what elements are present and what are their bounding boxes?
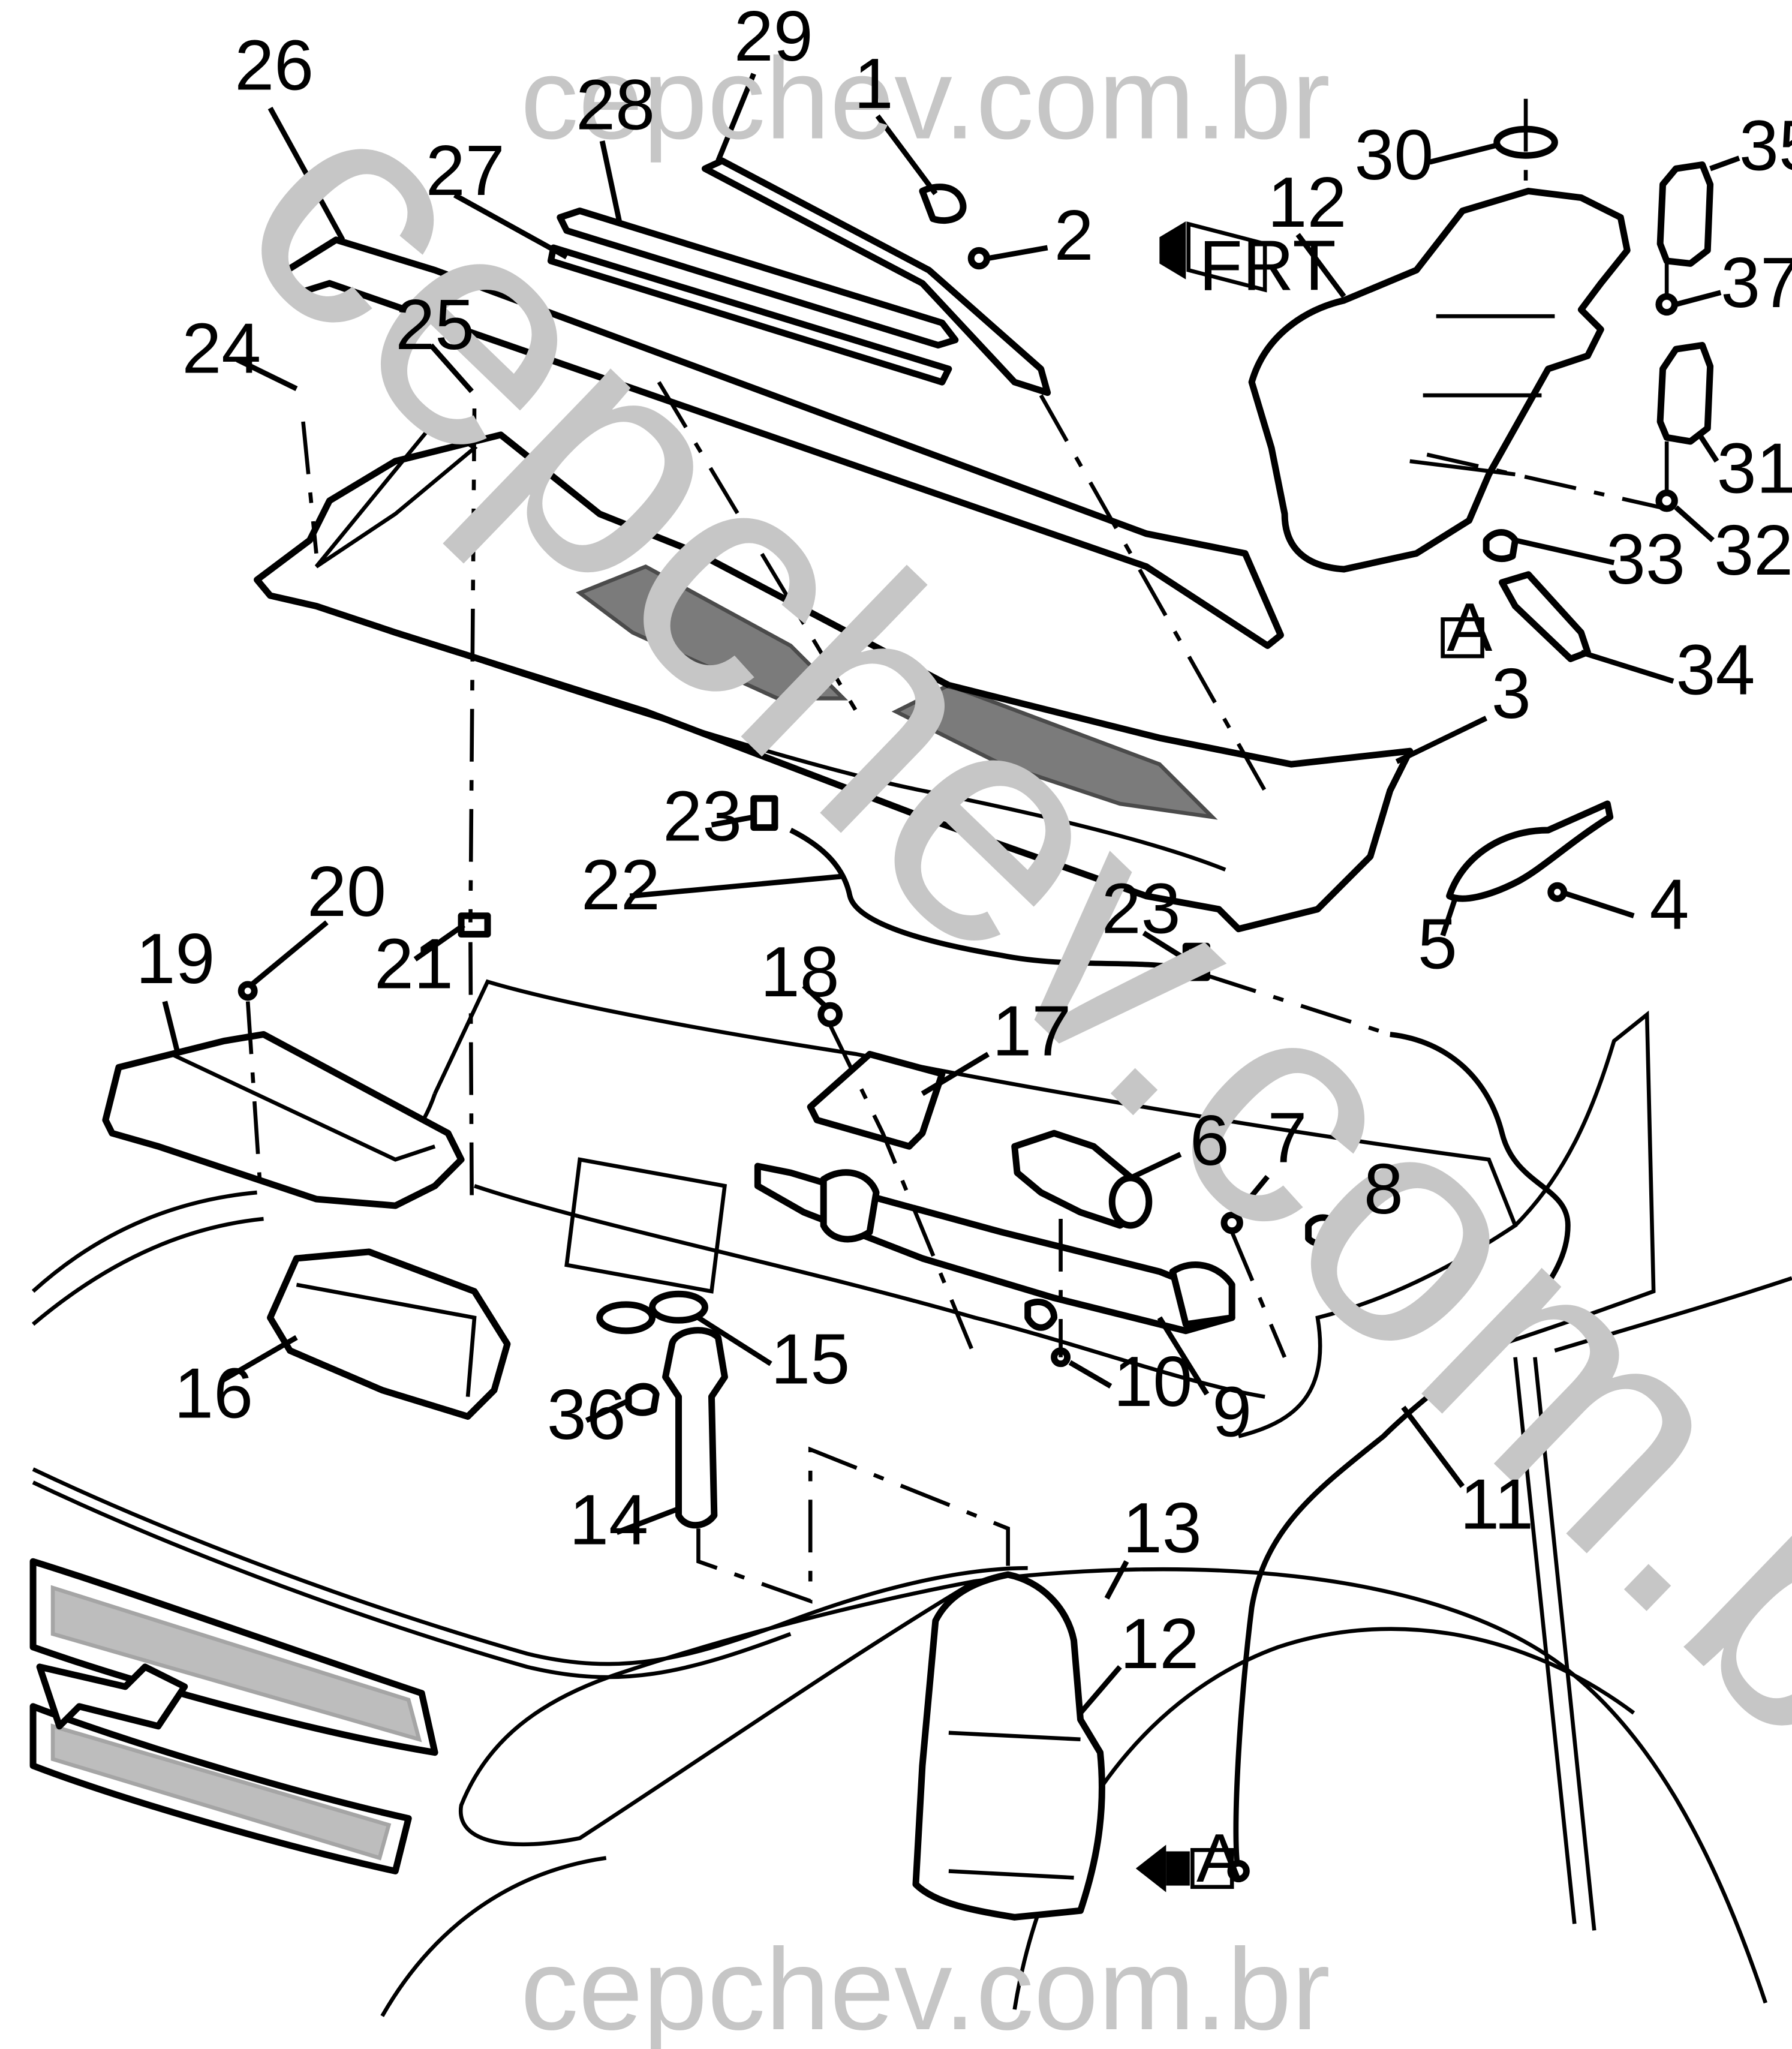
wiper-arm [701, 157, 1051, 396]
view-a-arrow [1135, 1844, 1166, 1892]
callout-6: 6 [1190, 1101, 1229, 1180]
callout-25: 25 [395, 286, 474, 365]
callout-35: 35 [1739, 106, 1792, 185]
callout-8: 8 [1364, 1150, 1403, 1229]
watermark-bottom: cepchev.com.br [521, 1924, 1330, 2049]
hose-connector-upper [750, 795, 778, 831]
callout-13: 13 [1123, 1489, 1202, 1568]
callout-31: 31 [1717, 429, 1792, 509]
cowl-side-cover [102, 1030, 465, 1209]
callout-30: 30 [1354, 116, 1433, 195]
view-a-box-lower [1190, 1847, 1234, 1889]
washer-pump-35 [1656, 161, 1714, 267]
grommet-36 [625, 1383, 660, 1416]
washer-pump-31 [1656, 342, 1714, 445]
grille [29, 1558, 438, 1874]
callout-33: 33 [1606, 520, 1685, 599]
wiper-arm-nut [967, 247, 991, 270]
callout-24: 24 [182, 310, 261, 389]
view-a-marker-upper: A [1447, 590, 1492, 666]
callout-11: 11 [1460, 1465, 1534, 1544]
air-inlet-grille-panel [254, 419, 1414, 933]
wiper-blade-insert [547, 244, 952, 386]
callout-7: 7 [1267, 1099, 1307, 1178]
washer-filler-neck [662, 1327, 728, 1529]
callout-27: 27 [426, 131, 505, 211]
wiper-blade [557, 207, 959, 349]
front-direction-label: FRT [1199, 226, 1336, 305]
callout-1: 1 [854, 44, 894, 124]
washer-hose-cowl [789, 828, 1187, 971]
grommet-33 [1483, 529, 1519, 563]
callout-18: 18 [760, 933, 840, 1012]
headlamp [458, 1579, 976, 1847]
callout-leaders [162, 73, 1740, 1715]
callout-numbers: 1 2 3 4 5 6 7 8 9 10 11 12 12 13 14 15 1… [136, 0, 1792, 1684]
clip-20 [237, 981, 258, 1001]
fender [975, 1567, 1768, 2004]
wiper-pivot-left [820, 1169, 880, 1243]
callout-23-upper: 23 [663, 777, 742, 857]
callout-36: 36 [547, 1375, 626, 1455]
watermark-top: cepchev.com.br [521, 34, 1330, 163]
wiper-pivot-right [1169, 1261, 1235, 1328]
front-direction-indicator [1159, 221, 1267, 293]
callout-16: 16 [174, 1354, 253, 1434]
callout-14: 14 [569, 1481, 648, 1560]
motor-bolt [1220, 1211, 1243, 1234]
callout-9: 9 [1212, 1372, 1252, 1452]
fluid-level-sensor [1499, 571, 1591, 662]
callout-23-lower: 23 [1102, 869, 1181, 948]
callout-12-upper: 12 [1267, 163, 1346, 242]
bolt-18 [817, 1002, 843, 1027]
callout-22: 22 [581, 846, 660, 925]
callout-26: 26 [234, 26, 314, 105]
view-a-marker-lower: A [1196, 1820, 1242, 1897]
grommet-8 [1305, 1214, 1341, 1248]
cowl-drain-bin [267, 1248, 511, 1420]
callout-29: 29 [734, 0, 813, 76]
callout-32: 32 [1714, 511, 1792, 590]
view-a-box-upper [1441, 617, 1484, 659]
callout-17: 17 [992, 992, 1071, 1071]
filler-seal [596, 1301, 656, 1335]
callout-34: 34 [1676, 631, 1755, 710]
washer-reservoir-exploded [1248, 188, 1631, 573]
callout-20: 20 [307, 852, 386, 932]
clip-21 [458, 912, 491, 938]
callout-21: 21 [374, 925, 453, 1004]
callout-15: 15 [771, 1320, 850, 1399]
bracket-17 [807, 1050, 946, 1150]
cowl-side-seal [1446, 800, 1614, 902]
pump-grommet-32 [1655, 489, 1678, 512]
vehicle-body-outline [29, 979, 1792, 2017]
alignment-lines [245, 98, 1669, 1604]
wiper-blade-assembly [284, 157, 1284, 649]
washer-reservoir-installed [912, 1571, 1105, 1921]
cowl-seal-strip [284, 236, 1284, 649]
callout-2: 2 [1054, 196, 1094, 275]
callout-28: 28 [576, 65, 655, 145]
pump-grommet-37 [1655, 293, 1678, 316]
callout-3: 3 [1492, 654, 1531, 734]
callout-37: 37 [1721, 244, 1792, 323]
emblem [36, 1663, 188, 1730]
wiper-motor-linkage [754, 1129, 1235, 1335]
callout-10: 10 [1113, 1342, 1192, 1422]
seal-clip [1547, 882, 1568, 902]
hose-connector-lower [1182, 942, 1210, 981]
cowl-body-panel [433, 979, 1518, 1438]
callout-4: 4 [1650, 866, 1689, 945]
washer-hose [1233, 1032, 1571, 1872]
callout-12-lower: 12 [1120, 1605, 1199, 1684]
wiper-arm-cap [919, 184, 967, 224]
callout-5: 5 [1418, 905, 1457, 984]
callout-19: 19 [136, 920, 215, 999]
